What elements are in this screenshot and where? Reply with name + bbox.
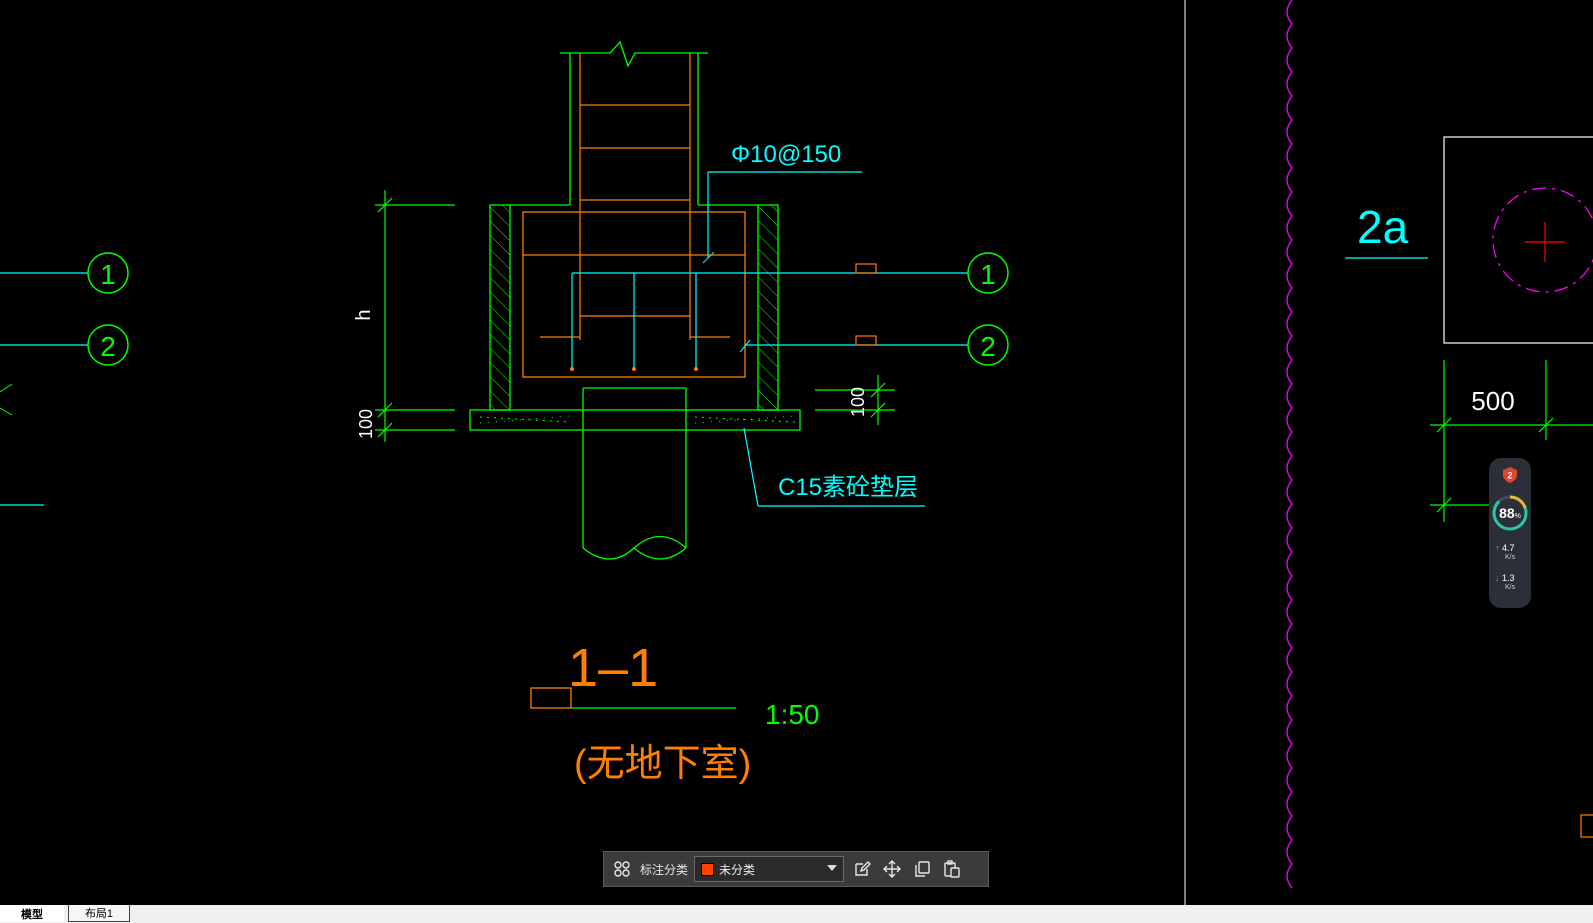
download-arrow-icon: ↓ (1495, 573, 1500, 583)
pile (582, 387, 687, 560)
dimension-right: 100 (815, 375, 895, 425)
category-select[interactable]: 未分类 (694, 856, 845, 882)
dimension-left: h 100 (353, 190, 455, 442)
rebar-spec-text: Φ10@150 (731, 141, 841, 168)
shield-badge-count: 2 (1507, 471, 1512, 481)
chevron-down-icon (827, 865, 838, 871)
category-label: 标注分类 (640, 862, 689, 877)
left-callouts: 1 2 (0, 252, 129, 506)
move-icon[interactable] (880, 857, 904, 881)
right-bubble-2-text: 2 (980, 331, 996, 362)
copy-icon[interactable] (910, 857, 934, 881)
dim-100-left-text: 100 (356, 409, 376, 439)
download-speed: ↓ 1.3 K/s (1495, 573, 1516, 592)
annotation-toolbar: 标注分类 未分类 (603, 851, 989, 887)
grid-icon[interactable] (610, 857, 634, 881)
detail-label-text: 2a (1357, 201, 1409, 253)
pile-cap (489, 204, 968, 411)
rebar-leader: Φ10@150 (702, 141, 862, 264)
right-callouts: 1 2 (967, 252, 1009, 366)
section-title: 1–1 1:50 (无地下室) (530, 638, 820, 785)
category-value: 未分类 (719, 862, 756, 877)
cushion-leader: C15素砼垫层 (743, 427, 925, 507)
detail-2a: 2a 500 (1345, 136, 1593, 838)
shield-badge-icon: 2 (1503, 467, 1517, 483)
dim-100-right-text: 100 (848, 387, 868, 417)
section-note-text: (无地下室) (574, 743, 751, 785)
tab-layout1[interactable]: 布局1 (68, 905, 130, 922)
dim-h-text: h (353, 309, 375, 320)
cushion-note-text: C15素砼垫层 (778, 474, 918, 501)
network-monitor-widget[interactable]: 2 88% ↑ 4.7 K/s ↓ 1.3 K/s (1489, 458, 1531, 608)
memory-percent: 88% (1499, 505, 1521, 521)
upload-arrow-icon: ↑ (1495, 543, 1500, 553)
column-section (560, 40, 708, 340)
cushion-slab (469, 409, 801, 431)
section-label-text: 1–1 (568, 638, 658, 698)
right-bubble-1-text: 1 (980, 259, 996, 290)
scale-text: 1:50 (765, 699, 820, 730)
edit-icon[interactable] (850, 857, 874, 881)
upload-speed: ↑ 4.7 K/s (1495, 543, 1516, 562)
left-bubble-1-text: 1 (100, 259, 116, 290)
memory-gauge-icon (1492, 495, 1528, 531)
category-swatch (701, 862, 715, 876)
layout-tab-bar: 模型 布局1 (0, 905, 1593, 923)
revision-cloud (1286, 0, 1293, 889)
tab-model[interactable]: 模型 (0, 905, 64, 922)
paste-icon[interactable] (940, 857, 964, 881)
dim-500-text: 500 (1471, 386, 1514, 416)
left-bubble-2-text: 2 (100, 331, 116, 362)
